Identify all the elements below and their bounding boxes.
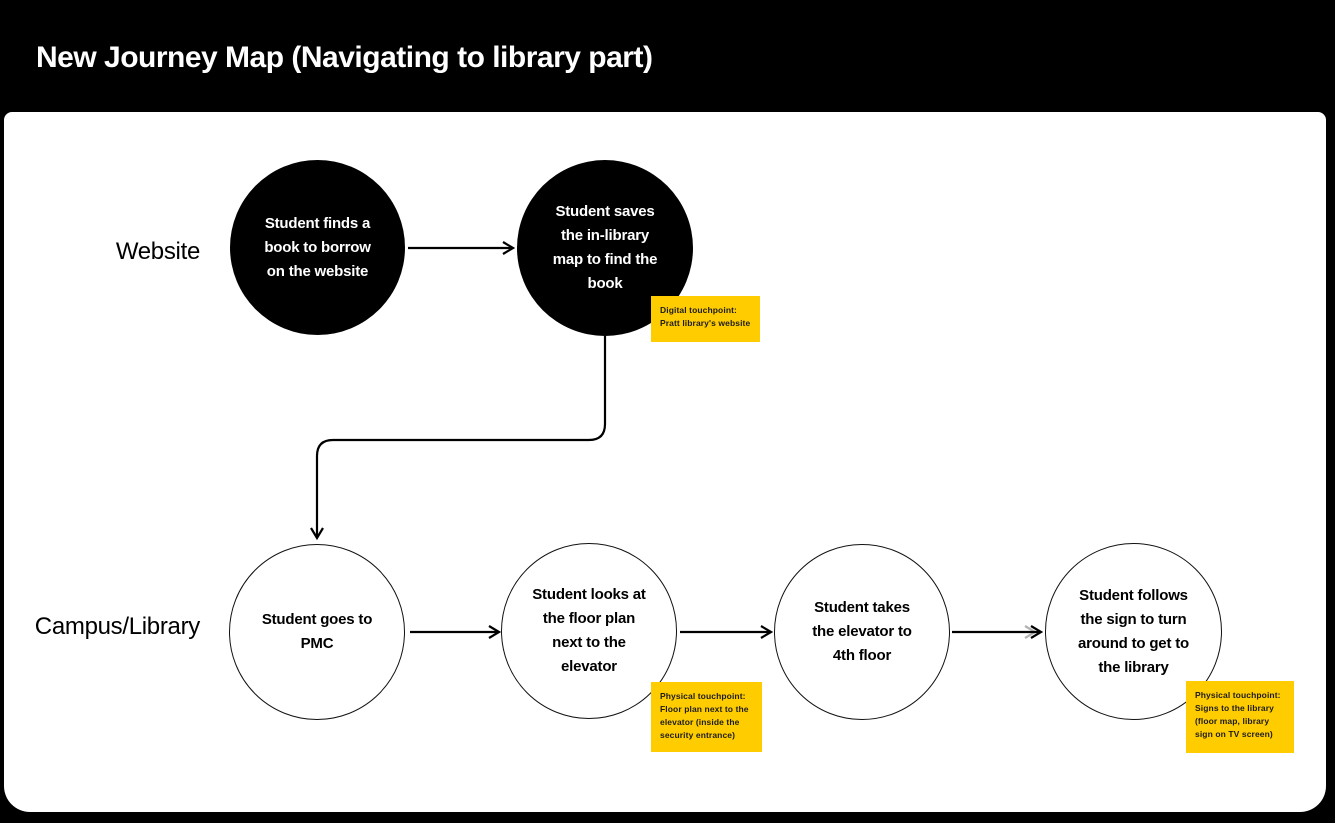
step-save-map-label: Student saves the in-library map to find… — [552, 203, 658, 292]
step-follow-sign: Student follows the sign to turn around … — [1045, 543, 1222, 720]
step-elevator-label: Student takes the elevator to 4th floor — [812, 599, 912, 664]
step-save-map: Student saves the in-library map to find… — [517, 160, 693, 336]
page-title: New Journey Map (Navigating to library p… — [36, 41, 653, 74]
step-find-book: Student finds a book to borrow on the we… — [230, 160, 405, 335]
step-floor-plan: Student looks at the floor plan next to … — [501, 543, 677, 719]
lane-label-website: Website — [115, 238, 200, 265]
step-follow-sign-label: Student follows the sign to turn around … — [1078, 586, 1189, 676]
lane-label-campus: Campus/Library — [34, 613, 201, 640]
sticky-note-signs-touchpoint: Physical touchpoint: Signs to the librar… — [1186, 681, 1294, 753]
step-go-pmc: Student goes to PMC — [229, 544, 405, 720]
step-elevator: Student takes the elevator to 4th floor — [774, 544, 950, 720]
sticky-note-digital-touchpoint: Digital touchpoint: Pratt library's webs… — [651, 296, 760, 342]
step-find-book-label: Student finds a book to borrow on the we… — [264, 214, 371, 280]
step-floor-plan-label: Student looks at the floor plan next to … — [532, 586, 646, 675]
step-go-pmc-label: Student goes to PMC — [261, 611, 373, 652]
sticky-note-floor-plan-touchpoint: Physical touchpoint: Floor plan next to … — [651, 682, 762, 752]
